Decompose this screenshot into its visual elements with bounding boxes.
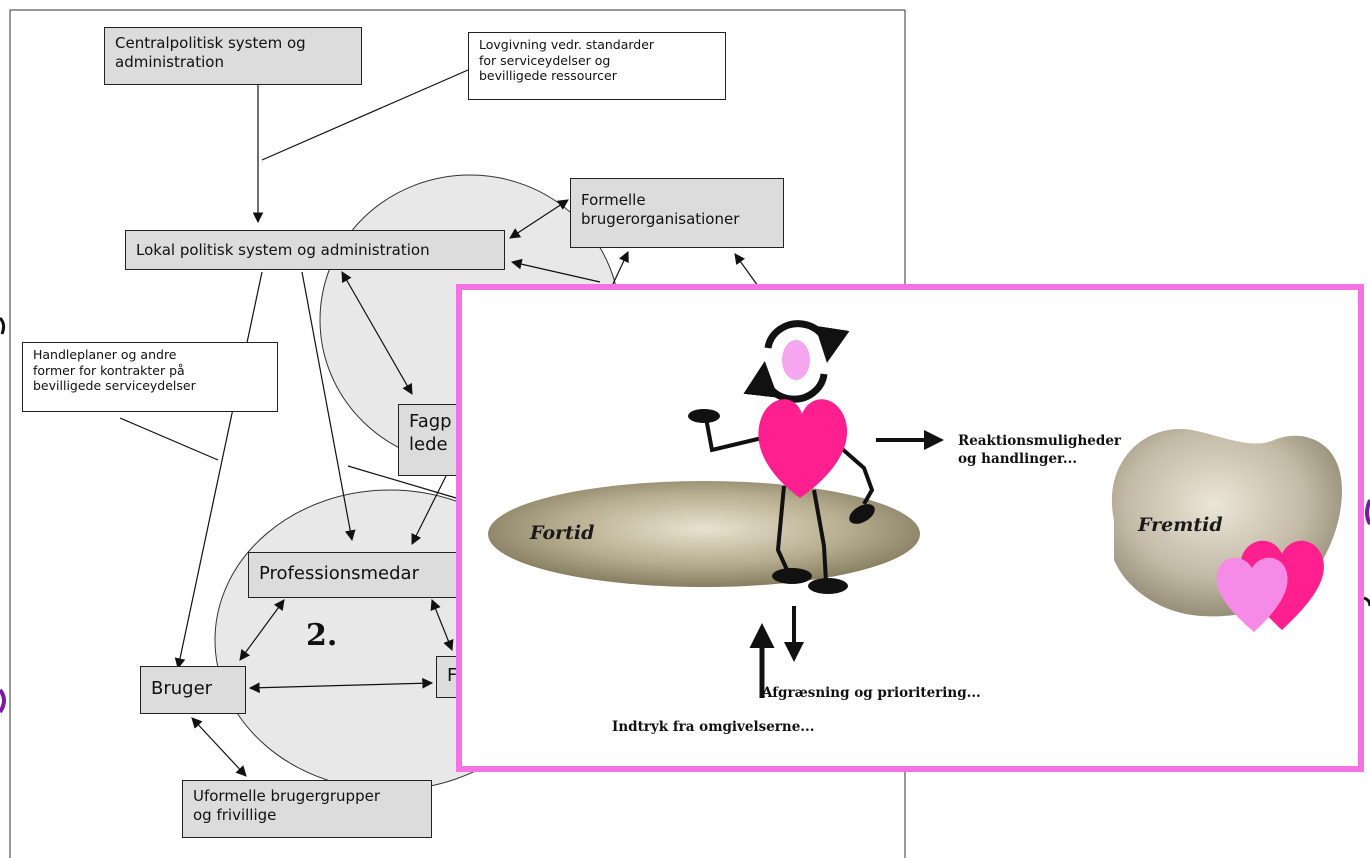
impressions-label: Indtryk fra omgivelserne... (612, 719, 815, 735)
local-to-professions-arrow (301, 271, 356, 542)
local-fagp-arrow (341, 271, 413, 395)
figure-arm-left (704, 417, 763, 453)
fagp-professions-arrow (411, 475, 447, 545)
legislation-connector (261, 69, 469, 161)
formal-up-arrow-2 (734, 253, 759, 287)
right-edge-mark-1 (1365, 499, 1370, 526)
bruger-partial-arrow (248, 677, 434, 694)
figure-leg-right (812, 489, 828, 583)
bruger-informal-arrow (191, 717, 247, 777)
future-label: Fremtid (1138, 514, 1223, 536)
legislation-note-box: Lovgivning vedr. standarder for servicey… (468, 32, 726, 100)
figure-foot-right (808, 578, 848, 594)
rotate-arrow-bottom-icon (743, 361, 828, 403)
action-plans-connector (119, 417, 219, 461)
overlay-illustration (488, 320, 1342, 698)
figure-leg-left (775, 485, 790, 573)
figure-head (782, 340, 810, 380)
past-oval (488, 481, 920, 587)
formal-up-arrow-1 (611, 251, 629, 287)
heart-lightpink-icon (1216, 557, 1288, 632)
informal-groups-box: Uformelle brugergrupper og frivillige (182, 780, 432, 838)
professions-partial-box: Professionsmedar (248, 552, 468, 598)
figure-foot-left (772, 568, 812, 584)
local-formal-arrow (509, 199, 569, 239)
figure-arm-right (830, 438, 875, 505)
central-system-box: Centralpolitisk system og administration (104, 27, 362, 85)
bruger-box: Bruger (140, 666, 246, 714)
rotate-arrow-top-icon (764, 320, 850, 363)
figure-heart-body (758, 399, 848, 498)
local-to-bruger-arrow (174, 271, 263, 670)
circle-number-label: 2. (306, 618, 338, 653)
right-edge-mark-2 (1363, 596, 1370, 607)
local-system-box: Lokal politisk system og administration (125, 230, 505, 270)
prioritizing-label: Afgræsning og prioritering... (762, 685, 981, 701)
past-label: Fortid (530, 522, 595, 544)
action-plans-note-box: Handleplaner og andre former for kontrak… (22, 342, 278, 412)
professions-partial-arrow (430, 598, 454, 652)
left-edge-mark-2 (0, 688, 6, 714)
figure-hand-right (849, 504, 875, 524)
reactions-label: Reaktionsmuligheder og handlinger... (958, 433, 1122, 468)
left-edge-mark-1 (0, 316, 6, 335)
overlay-illustration-panel: Reaktionsmuligheder og handlinger... For… (456, 284, 1364, 772)
formal-local-arrow-2 (510, 258, 601, 283)
figure-hand-left (688, 409, 720, 423)
formal-orgs-box: Formelle brugerorganisationer (570, 178, 784, 248)
professions-bruger-arrow (239, 599, 285, 661)
